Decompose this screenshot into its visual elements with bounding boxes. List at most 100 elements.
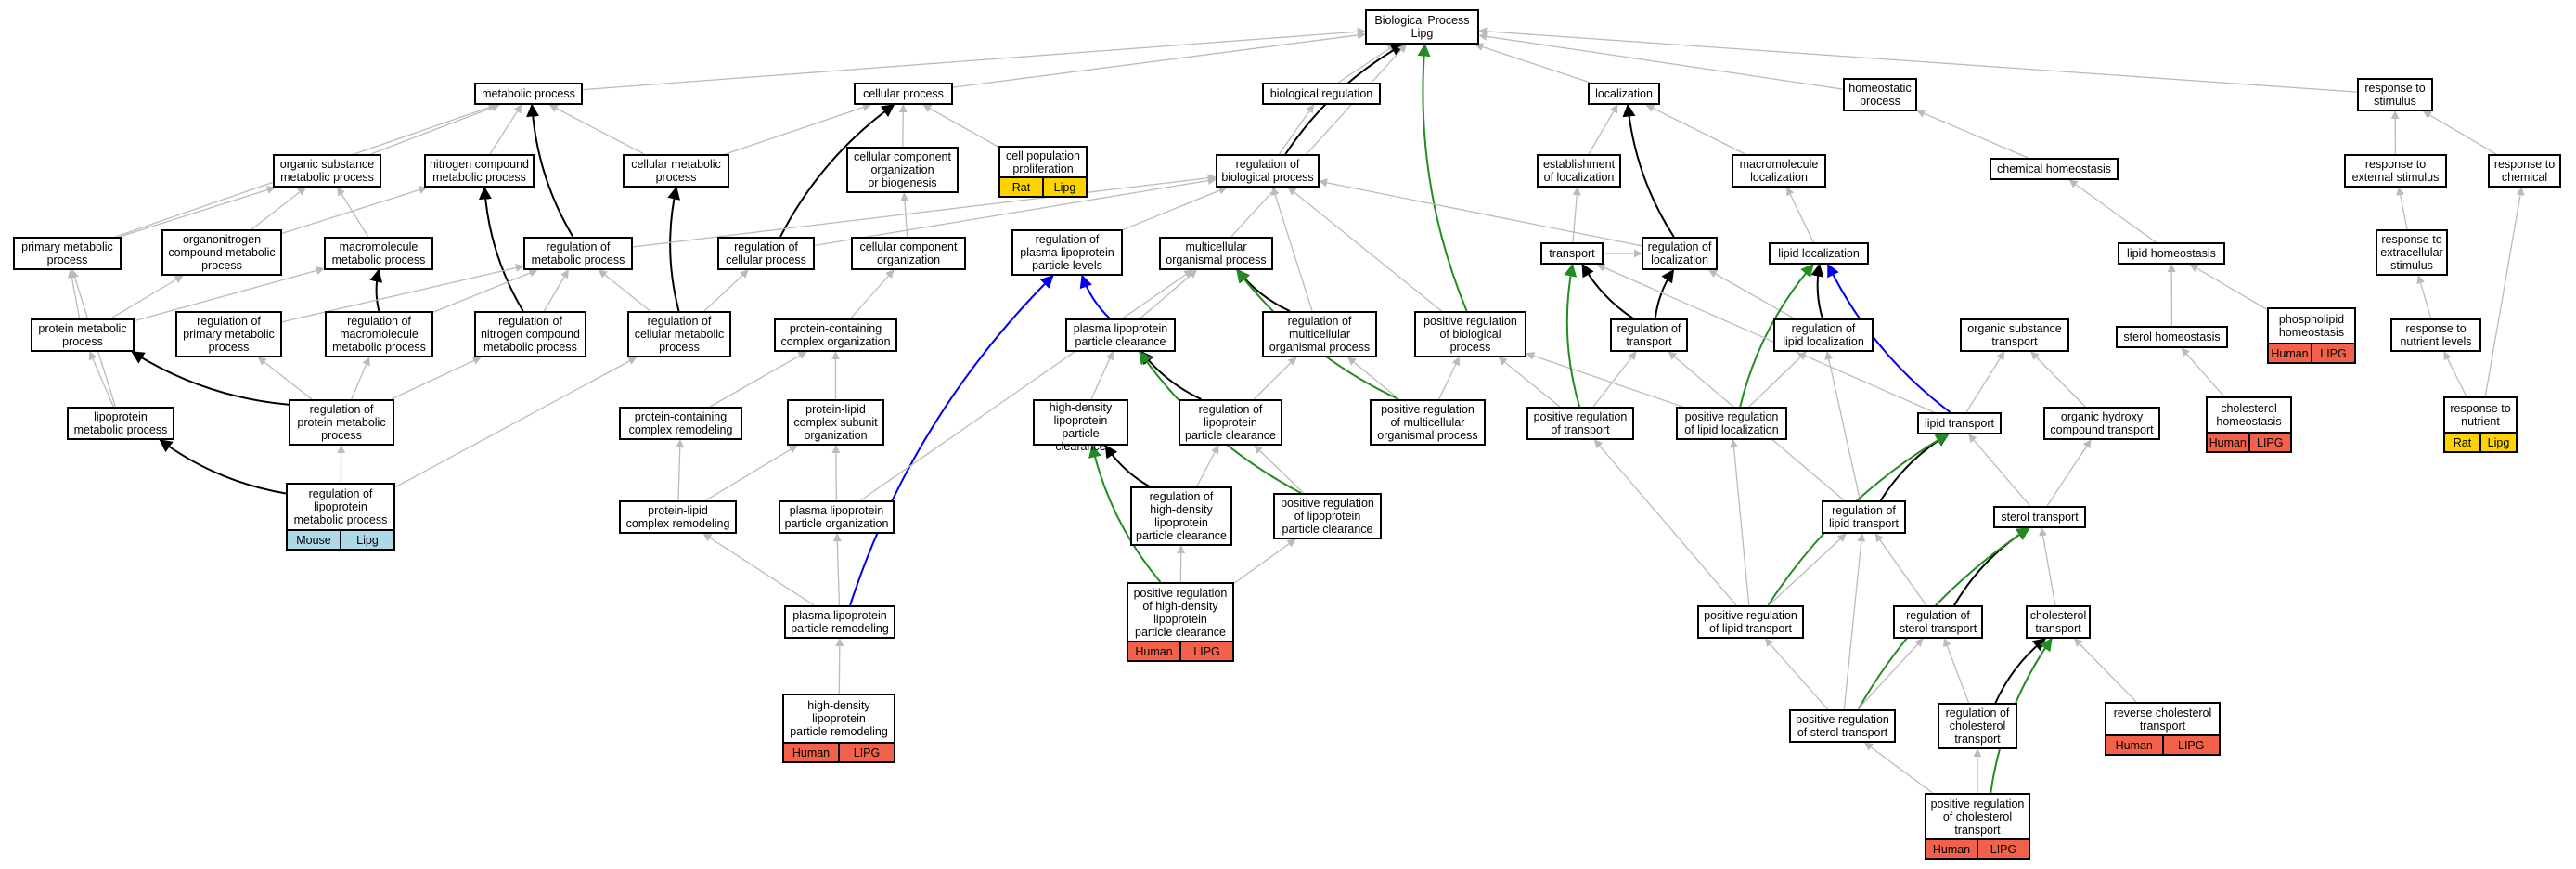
edge-regcellmet-to-regmet — [598, 269, 651, 312]
edge-macroloc-to-localization — [1645, 104, 1746, 155]
node-orgsub[interactable]: organic substance metabolic process — [273, 154, 381, 188]
edge-regmulti-to-multi — [1236, 268, 1291, 312]
node-regmacro[interactable]: regulation of macromolecule metabolic pr… — [325, 311, 433, 357]
node-lipidhom[interactable]: lipid homeostasis — [2118, 242, 2225, 265]
node-regloc[interactable]: regulation of localization — [1642, 237, 1718, 270]
edge-nitrogen-to-metabolic — [489, 104, 522, 155]
node-label: biological regulation — [1269, 87, 1373, 100]
node-posregsterol[interactable]: positive regulation of sterol transport — [1789, 709, 1896, 743]
edge-cellular-to-root — [952, 31, 1366, 88]
node-multi[interactable]: multicellular organismal process — [1159, 237, 1273, 270]
node-cellmet[interactable]: cellular metabolic process — [623, 154, 729, 188]
node-lipidtrans[interactable]: lipid transport — [1917, 412, 2002, 434]
node-label: macromolecule metabolic process — [331, 240, 426, 266]
node-posreglipidtrans[interactable]: positive regulation of lipid transport — [1697, 605, 1804, 639]
node-plsubunit[interactable]: protein-lipid complex subunit organizati… — [787, 399, 884, 446]
node-label: primary metabolic process — [21, 240, 113, 266]
node-organonitro[interactable]: organonitrogen compound metabolic proces… — [161, 229, 282, 276]
species-tag: Human — [2106, 736, 2162, 754]
node-steroltrans[interactable]: sterol transport — [1993, 506, 2086, 528]
edge-regprotmet-to-regnitro — [391, 357, 482, 400]
node-plpremodel[interactable]: plasma lipoprotein particle remodeling — [784, 605, 895, 639]
node-posreghdl[interactable]: positive regulation of high-density lipo… — [1127, 582, 1234, 662]
node-reglipidloc[interactable]: regulation of lipid localization — [1773, 318, 1874, 352]
node-posreglpclear[interactable]: positive regulation of lipoprotein parti… — [1273, 493, 1382, 539]
node-reglipoprotmet[interactable]: regulation of lipoprotein metabolic proc… — [286, 483, 395, 551]
node-label: response to nutrient — [2450, 402, 2511, 428]
node-label: regulation of lipoprotein metabolic proc… — [293, 487, 388, 526]
node-nitrogen[interactable]: nitrogen compound metabolic process — [424, 154, 535, 188]
node-choltrans[interactable]: cholesterol transport — [2026, 605, 2091, 639]
edge-regmulti-to-regbio — [1270, 187, 1313, 312]
gene-tag: Lipg — [2479, 434, 2516, 451]
node-hdlclear[interactable]: high-density lipoprotein particle cleara… — [1033, 399, 1128, 453]
node-regprotmet[interactable]: regulation of protein metabolic process — [289, 399, 394, 446]
node-macroloc[interactable]: macromolecule localization — [1732, 154, 1826, 188]
node-label: response to extracellular stimulus — [2380, 233, 2443, 272]
edge-posregtrans-to-regtrans — [1592, 351, 1637, 408]
node-homeostatic[interactable]: homeostatic process — [1843, 78, 1917, 111]
node-posregtrans[interactable]: positive regulation of transport — [1526, 407, 1634, 440]
node-chemhom[interactable]: chemical homeostasis — [1990, 158, 2119, 180]
node-orghydroxy[interactable]: organic hydroxy compound transport — [2043, 407, 2160, 440]
node-reghdlclear[interactable]: regulation of high-density lipoprotein p… — [1130, 486, 1232, 546]
node-label: cell population proliferation — [1006, 149, 1080, 175]
node-estloc[interactable]: establishment of localization — [1537, 154, 1621, 188]
node-lipoprotmet[interactable]: lipoprotein metabolic process — [67, 407, 174, 440]
node-localization[interactable]: localization — [1588, 83, 1660, 105]
node-regmulti[interactable]: regulation of multicellular organismal p… — [1262, 311, 1377, 357]
node-respext[interactable]: response to external stimulus — [2344, 154, 2447, 188]
node-regmet[interactable]: regulation of metabolic process — [523, 237, 633, 270]
node-transport[interactable]: transport — [1540, 242, 1604, 265]
node-posregbio[interactable]: positive regulation of biological proces… — [1414, 311, 1526, 357]
edge-regprotmet-to-protmet — [131, 351, 290, 406]
node-regsteroltrans[interactable]: regulation of sterol transport — [1893, 605, 1983, 639]
node-regbio[interactable]: regulation of biological process — [1216, 154, 1320, 188]
node-respchem[interactable]: response to chemical — [2488, 154, 2561, 188]
node-respnut[interactable]: response to nutrient levels — [2390, 318, 2481, 352]
node-reglipidtrans[interactable]: regulation of lipid transport — [1822, 500, 1906, 534]
node-protmet[interactable]: protein metabolic process — [31, 318, 135, 352]
edge-plpremodel-to-plporg — [832, 533, 842, 606]
species-tag: Mouse — [288, 531, 340, 549]
node-posregchol[interactable]: positive regulation of cholesterol trans… — [1925, 793, 2030, 860]
node-macromet[interactable]: macromolecule metabolic process — [324, 237, 433, 270]
gene-tag: LIPG — [1179, 642, 1232, 660]
node-plpclear[interactable]: plasma lipoprotein particle clearance — [1065, 318, 1176, 352]
node-reglpclear[interactable]: regulation of lipoprotein particle clear… — [1179, 399, 1282, 446]
node-regplasma[interactable]: regulation of plasma lipoprotein particl… — [1011, 229, 1123, 276]
edge-lipidtrans-to-lipidloc — [1827, 263, 1951, 413]
node-pccremodel[interactable]: protein-containing complex remodeling — [619, 407, 742, 440]
node-respextra[interactable]: response to extracellular stimulus — [2376, 229, 2448, 276]
node-hdlremodel[interactable]: high-density lipoprotein particle remode… — [782, 694, 895, 763]
node-ccorg2[interactable]: cellular component organization — [851, 237, 966, 270]
node-bioreg[interactable]: biological regulation — [1262, 83, 1381, 105]
node-sterolhom[interactable]: sterol homeostasis — [2116, 326, 2228, 348]
node-primary[interactable]: primary metabolic process — [13, 237, 122, 270]
node-posregmulti[interactable]: positive regulation of multicellular org… — [1370, 399, 1486, 446]
edge-regplasma-to-regbio — [1122, 186, 1228, 231]
node-regcell[interactable]: regulation of cellular process — [717, 237, 815, 270]
node-orgsubtrans[interactable]: organic substance transport — [1960, 318, 2069, 352]
node-lipidloc[interactable]: lipid localization — [1769, 242, 1869, 265]
node-plporg[interactable]: plasma lipoprotein particle organization — [779, 500, 895, 534]
node-regcholtrans[interactable]: regulation of cholesterol transport — [1938, 703, 2017, 749]
edge-regloc-to-regbio — [1319, 178, 1642, 247]
node-root[interactable]: Biological Process Lipg — [1365, 9, 1479, 45]
node-metabolic[interactable]: metabolic process — [474, 83, 583, 105]
node-pcco[interactable]: protein-containing complex organization — [774, 318, 897, 352]
node-regprim[interactable]: regulation of primary metabolic process — [175, 311, 282, 357]
node-posreglipidloc[interactable]: positive regulation of lipid localizatio… — [1676, 407, 1787, 440]
node-regtrans[interactable]: regulation of transport — [1610, 318, 1688, 352]
node-ccorg[interactable]: cellular component organization or bioge… — [846, 147, 959, 193]
node-respstim[interactable]: response to stimulus — [2357, 78, 2433, 111]
node-regnitro[interactable]: regulation of nitrogen compound metaboli… — [474, 311, 586, 357]
node-plremodel[interactable]: protein-lipid complex remodeling — [619, 500, 737, 534]
node-regcellmet[interactable]: regulation of cellular metabolic process — [627, 311, 731, 357]
node-cellular[interactable]: cellular process — [854, 83, 953, 105]
